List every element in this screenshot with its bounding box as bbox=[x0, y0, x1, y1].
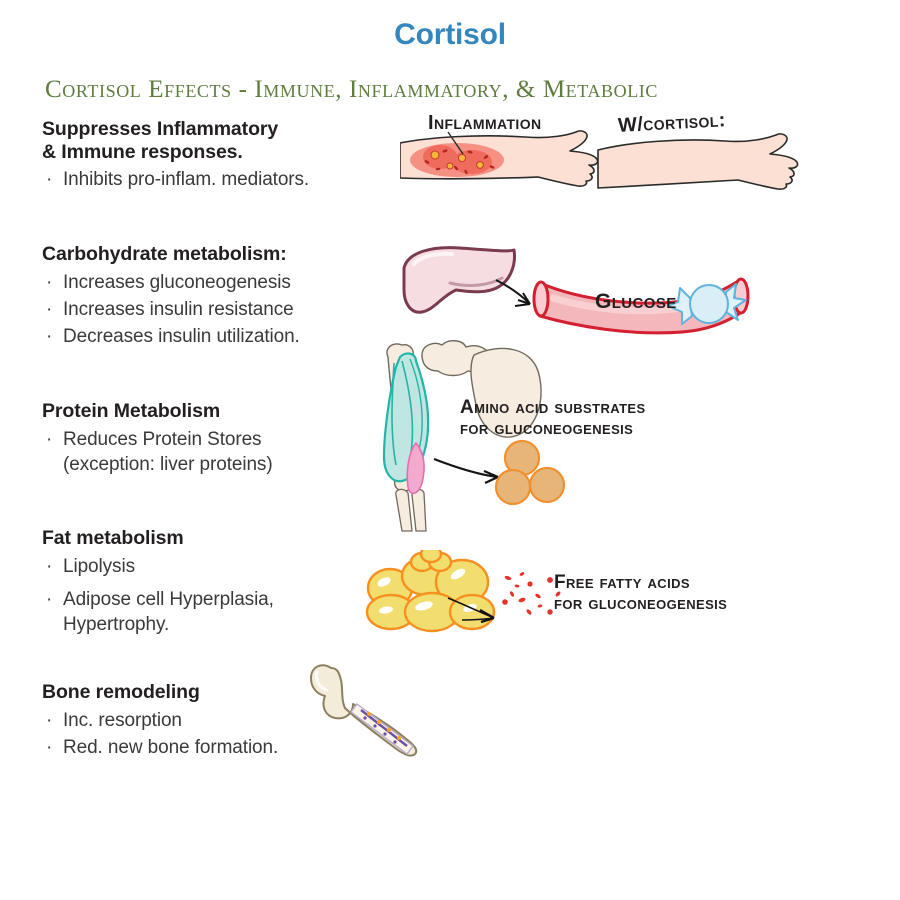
list-item: · Lipolysis bbox=[42, 554, 412, 579]
section-heading-inflammation: Suppresses Inflammatory & Immune respons… bbox=[42, 118, 412, 163]
arrow-muscle-to-amino bbox=[433, 457, 499, 484]
bullet-text: Adipose cell Hyperplasia, bbox=[63, 588, 274, 610]
bullet-list-carbohydrate: · Increases gluconeogenesis · Increases … bbox=[42, 270, 412, 350]
liver-icon bbox=[402, 246, 516, 314]
section-heading-fat: Fat metabolism bbox=[42, 527, 184, 549]
bullet-marker: · bbox=[46, 709, 53, 731]
scapula-bone-icon bbox=[421, 340, 542, 438]
bullet-text: Lipolysis bbox=[63, 555, 135, 577]
section-carbohydrate: Carbohydrate metabolism: · Increases glu… bbox=[42, 243, 412, 349]
bullet-marker: · bbox=[46, 428, 53, 450]
bullet-text-continuation: Hypertrophy. bbox=[63, 614, 170, 636]
page-subtitle: Cortisol Effects - Immune, Inflammatory,… bbox=[45, 76, 658, 103]
list-item: · Inhibits pro-inflam. mediators. bbox=[42, 167, 412, 192]
normal-arm-icon bbox=[597, 133, 799, 190]
bullet-marker: · bbox=[46, 326, 53, 348]
marrow-cells bbox=[367, 712, 401, 740]
brachialis-muscle-icon bbox=[406, 442, 425, 495]
list-item: · Decreases insulin utilization. bbox=[42, 324, 412, 349]
bullet-text: Reduces Protein Stores bbox=[63, 428, 262, 450]
bone-illustration bbox=[295, 658, 425, 763]
list-item: · Reduces Protein Stores (exception: liv… bbox=[42, 427, 412, 478]
bone-svg bbox=[310, 664, 418, 757]
label-inflammation: Inflammation bbox=[428, 112, 542, 134]
list-item: · Increases insulin resistance bbox=[42, 297, 412, 322]
arms-illustration: Inflammation W/cortisol: bbox=[399, 109, 800, 210]
bullet-marker: · bbox=[46, 271, 53, 293]
section-heading-bone: Bone remodeling bbox=[42, 681, 200, 703]
fat-ffa-svg bbox=[365, 544, 561, 633]
arrow-fat-to-ffa bbox=[447, 597, 495, 624]
heading-line-2: & Immune responses. bbox=[42, 140, 243, 163]
section-bone: Bone remodeling · Inc. resorption · Red.… bbox=[42, 681, 412, 760]
bullet-text: Increases gluconeogenesis bbox=[63, 271, 291, 293]
list-item: · Red. new bone formation. bbox=[42, 735, 412, 760]
bullet-list-bone: · Inc. resorption · Red. new bone format… bbox=[42, 708, 412, 761]
arrow-liver-to-vessel bbox=[495, 279, 531, 307]
adipocyte-cluster-icon bbox=[365, 544, 496, 633]
bullet-marker: · bbox=[46, 169, 53, 191]
muscle-amino-illustration: Amino acid substrates for gluconeogenesi… bbox=[360, 335, 700, 535]
bullet-marker: · bbox=[46, 736, 53, 758]
label-free-fatty-acids: Free fatty acids for gluconeogenesis bbox=[554, 572, 727, 615]
list-item: · Inc. resorption bbox=[42, 708, 412, 733]
heading-line-1: Suppresses Inflammatory bbox=[42, 118, 279, 140]
section-heading-carbohydrate: Carbohydrate metabolism: bbox=[42, 243, 287, 265]
liver-glucose-svg bbox=[402, 246, 750, 335]
bullet-text: Decreases insulin utilization. bbox=[63, 326, 300, 348]
osteocyte-dots bbox=[363, 716, 397, 744]
label-amino-line-1: Amino acid substrates bbox=[460, 397, 646, 418]
label-ffa-line-1: Free fatty acids bbox=[554, 572, 690, 593]
bullet-text: Red. new bone formation. bbox=[63, 736, 279, 758]
label-glucose: Glucose bbox=[595, 290, 677, 313]
adipocyte-highlights bbox=[377, 568, 477, 614]
fat-ffa-illustration: Free fatty acids for gluconeogenesis bbox=[362, 544, 742, 645]
page-title: Cortisol bbox=[394, 18, 506, 51]
label-ffa-line-2: for gluconeogenesis bbox=[554, 593, 728, 615]
bullet-marker: · bbox=[46, 298, 53, 320]
marrow-line bbox=[360, 709, 408, 747]
femur-bone-icon bbox=[310, 664, 418, 757]
free-fatty-acid-particles-icon bbox=[502, 572, 561, 615]
inflamed-arm-icon bbox=[399, 130, 599, 187]
inflammation-pointer-line bbox=[447, 131, 464, 155]
bullet-marker: · bbox=[46, 555, 53, 577]
liver-glucose-illustration: Glucose bbox=[390, 240, 760, 360]
bullet-text-continuation: (exception: liver proteins) bbox=[63, 453, 273, 475]
section-protein: Protein Metabolism · Reduces Protein Sto… bbox=[42, 400, 412, 477]
bullet-list-fat: · Lipolysis · Adipose cell Hyperplasia, … bbox=[42, 554, 412, 638]
candy-sugar-icon bbox=[667, 283, 747, 325]
list-item: · Increases gluconeogenesis bbox=[42, 270, 412, 295]
list-item: · Adipose cell Hyperplasia, Hypertrophy. bbox=[42, 587, 412, 638]
section-heading-protein: Protein Metabolism bbox=[42, 400, 221, 422]
bullet-text: Inc. resorption bbox=[63, 709, 182, 731]
label-amino-line-2: for gluconeogenesis bbox=[460, 418, 634, 440]
bullet-text: Inhibits pro-inflam. mediators. bbox=[63, 169, 310, 191]
section-fat: Fat metabolism · Lipolysis · Adipose cel… bbox=[42, 527, 412, 637]
bullet-list-protein: · Reduces Protein Stores (exception: liv… bbox=[42, 427, 412, 478]
section-inflammation: Suppresses Inflammatory & Immune respons… bbox=[42, 118, 412, 192]
arms-svg bbox=[399, 130, 799, 190]
label-amino-acid: Amino acid substrates for gluconeogenesi… bbox=[460, 397, 646, 440]
amino-acid-molecules-icon bbox=[494, 439, 566, 506]
muscle-amino-svg bbox=[382, 340, 566, 532]
bullet-marker: · bbox=[46, 588, 53, 610]
bone-cross-section bbox=[350, 703, 414, 755]
bullet-list-inflammation: · Inhibits pro-inflam. mediators. bbox=[42, 167, 412, 192]
bullet-text: Increases insulin resistance bbox=[63, 298, 294, 320]
